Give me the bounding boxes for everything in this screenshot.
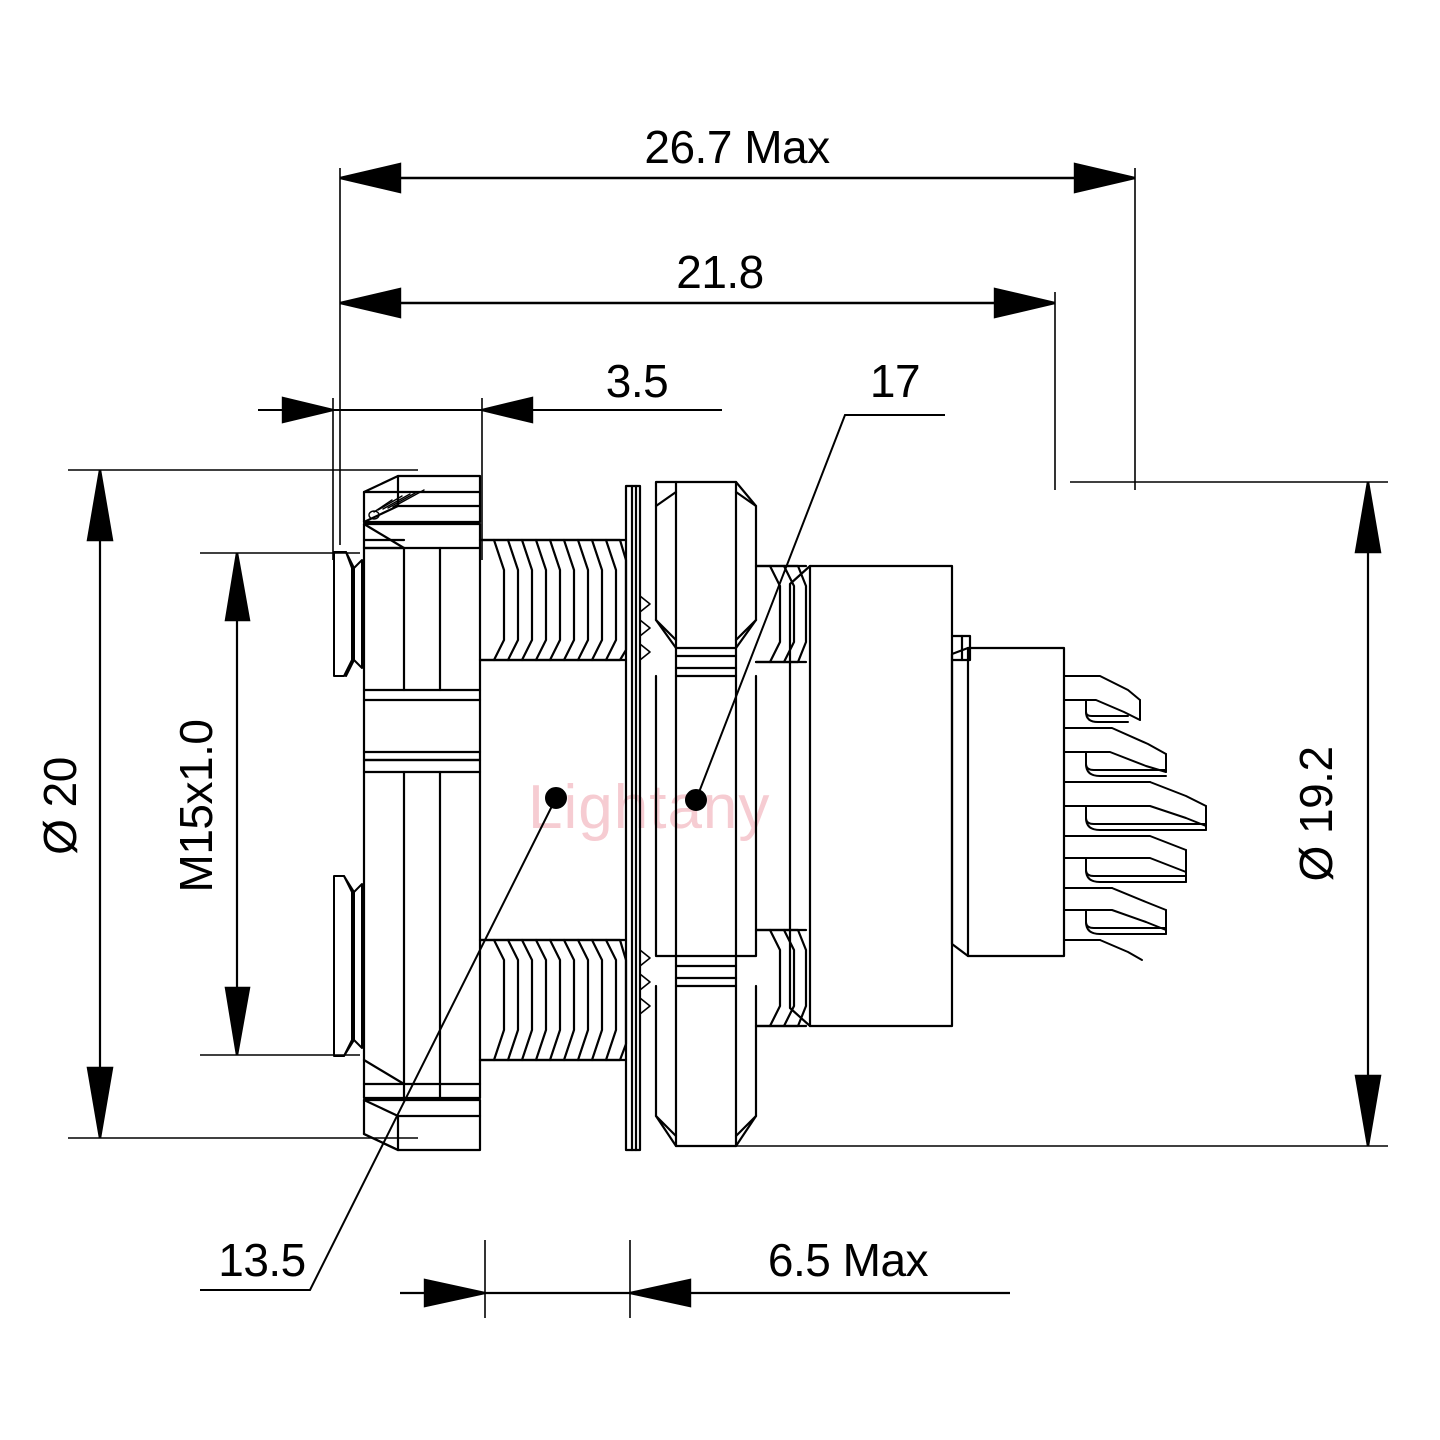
label-rear-diameter: Ø 19.2: [1290, 746, 1342, 881]
leader-lines: [200, 414, 945, 1291]
watermark-text: Lightany: [528, 773, 770, 842]
label-panel-thickness: 6.5 Max: [768, 1234, 929, 1286]
dim-panel-thickness: [400, 1278, 1010, 1308]
label-cap-length: 3.5: [606, 355, 668, 407]
dim-cap-length: [258, 396, 722, 424]
dim-thread-spec: [224, 552, 251, 1056]
leader-knurl-13-5: [200, 787, 567, 1291]
dimension-labels: 26.7 Max 21.8 3.5 17 Ø 20 M15x1.0 Ø 19.2…: [34, 121, 1342, 1286]
label-thread-spec: M15x1.0: [170, 720, 222, 893]
dim-body-length: [339, 287, 1056, 319]
cap-knurl-flutes: [333, 551, 363, 1057]
panel-flange-washer: [624, 484, 651, 1152]
coupling-cap: [362, 474, 482, 1152]
extension-lines: [68, 168, 1388, 1318]
dim-rear-diameter: [1354, 481, 1382, 1147]
thread-shank-rear: [754, 564, 808, 1028]
label-knurl-diameter: 13.5: [218, 1234, 306, 1286]
label-cap-diameter: Ø 20: [34, 757, 86, 855]
rear-body-housing: [788, 564, 1066, 1028]
dim-cap-diameter: [86, 469, 114, 1139]
dimension-lines: [86, 162, 1382, 1308]
label-body-length: 21.8: [676, 246, 764, 298]
leader-hex-17: [685, 414, 945, 811]
label-overall-length: 26.7 Max: [644, 121, 830, 173]
hex-nut: [654, 480, 758, 1148]
connector-geometry: [333, 474, 1207, 1152]
dim-overall-length: [339, 162, 1136, 194]
label-hex-across-flats: 17: [870, 355, 920, 407]
connector-pins: [1063, 675, 1207, 961]
